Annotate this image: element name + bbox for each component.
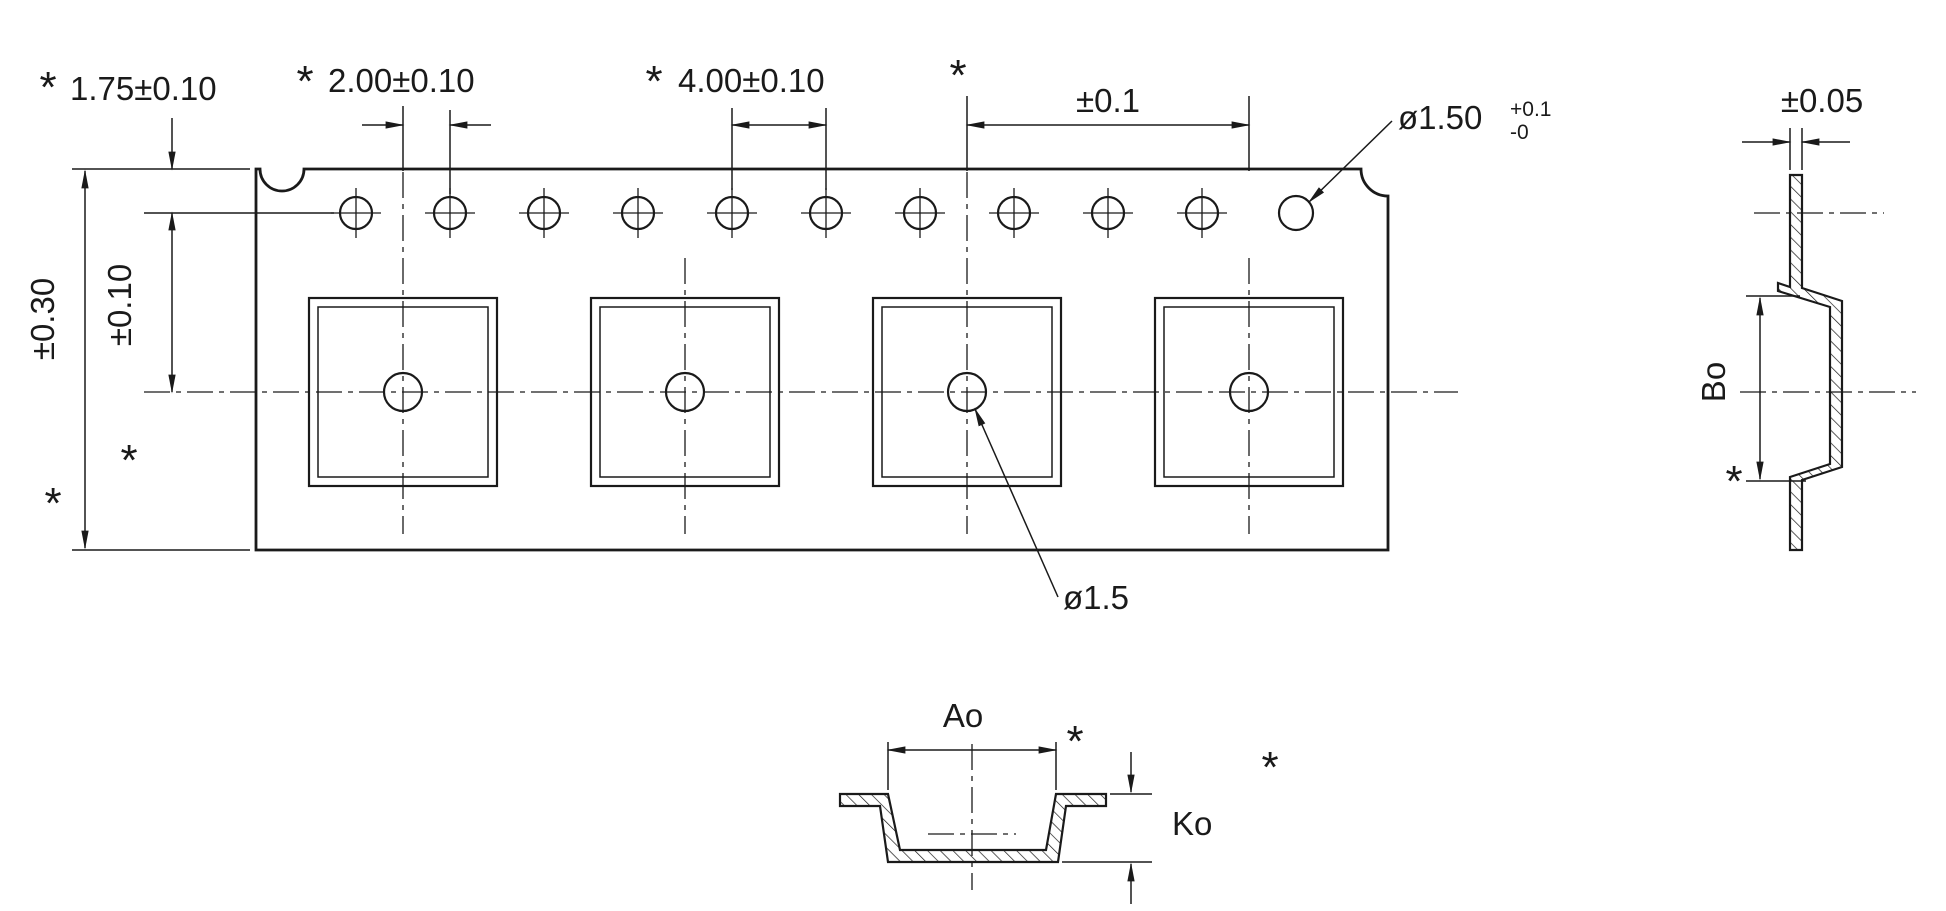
asterisk-4: * <box>949 51 966 100</box>
side-section-profile <box>1776 173 1844 552</box>
side-view-centerlines <box>1740 212 1916 393</box>
tape-side-section-view: ±0.05 Bo * <box>1695 82 1916 552</box>
tape-top-view <box>144 167 1458 552</box>
pocket-section-view: Ao * Ko * <box>838 697 1279 904</box>
pocket-length-dimension: Bo * <box>1695 295 1806 506</box>
dim-label-sprocket-pitch: 4.00±0.10 <box>678 62 825 99</box>
asterisk-ao: * <box>1066 717 1083 766</box>
sprocket-hole-crosshairs <box>331 188 1227 238</box>
dim-label-pocket-depth: Ko <box>1172 805 1212 842</box>
pocket-hole-dia-callout: ø1.5 <box>974 407 1129 616</box>
extension-lines <box>72 96 1250 551</box>
asterisk-3: * <box>645 57 662 106</box>
dim-label-sprocket-hole-tol-minus: -0 <box>1510 121 1529 144</box>
pocket-section-profile <box>838 792 1108 864</box>
dim-label-sprocket-offset: 2.00±0.10 <box>328 62 475 99</box>
leader-line <box>974 407 1059 598</box>
asterisk-left-2: * <box>44 479 61 528</box>
asterisk-bo: * <box>1725 457 1742 506</box>
tape-outline <box>254 167 1390 552</box>
dim-label-sprocket-to-center: ±0.10 <box>101 264 138 346</box>
dim-label-tape-width: ±0.30 <box>24 278 61 360</box>
thickness-dimension: ±0.05 <box>1742 82 1863 170</box>
sprocket-holes <box>331 188 1315 238</box>
sprocket-hole-dia-callout: ø1.50 +0.1 -0 <box>1307 98 1551 204</box>
dim-label-sprocket-hole-tol-plus: +0.1 <box>1510 98 1551 121</box>
asterisk-2: * <box>296 57 313 106</box>
asterisk-ko: * <box>1261 743 1278 792</box>
pocket-depth-dimension: Ko * <box>1062 743 1279 904</box>
centerlines <box>144 172 1458 534</box>
dim-label-sprocket-hole-dia: ø1.50 <box>1398 99 1482 136</box>
pocket-width-dimension: Ao * <box>886 697 1084 790</box>
asterisk-1: * <box>39 63 56 112</box>
asterisk-left-1: * <box>120 436 137 485</box>
dim-label-pocket-length: Bo <box>1695 362 1732 402</box>
pocket-section-centerlines <box>928 744 1016 890</box>
dim-label-pocket-width: Ao <box>943 697 983 734</box>
dim-label-tape-edge-to-sprocket: 1.75±0.10 <box>70 70 217 107</box>
dim-label-tape-thickness: ±0.05 <box>1781 82 1863 119</box>
dimensions-top-view: 1.75±0.10 * ±0.10 ±0.30 * * 2.00±0.10 * … <box>24 51 1551 616</box>
dim-label-pocket-pitch: ±0.1 <box>1076 82 1140 119</box>
dim-label-pocket-hole-dia: ø1.5 <box>1063 579 1129 616</box>
leader-line <box>1307 120 1393 204</box>
reference-sprocket-hole <box>1277 194 1315 232</box>
